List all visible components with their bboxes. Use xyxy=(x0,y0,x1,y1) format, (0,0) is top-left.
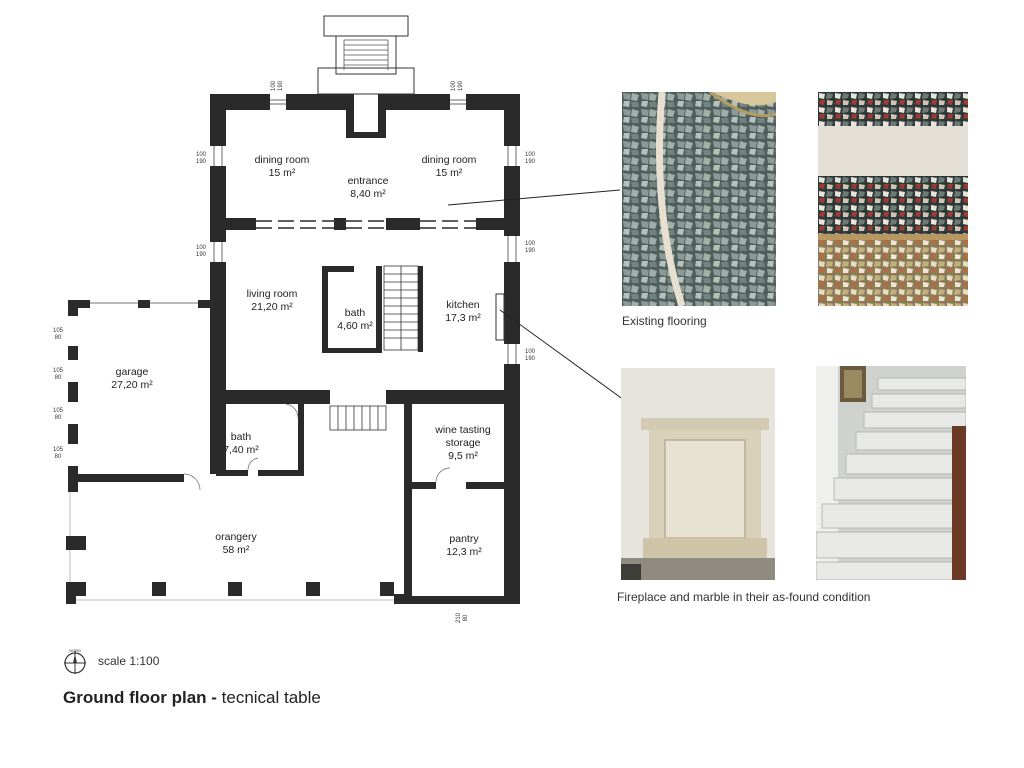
room-name-living: living room xyxy=(247,288,298,300)
dim-left1-h: 190 xyxy=(196,159,207,165)
dim-right1-h: 190 xyxy=(525,159,536,165)
scale-text: scale 1:100 xyxy=(98,654,160,668)
dim-left2-w: 100 xyxy=(196,245,207,251)
room-area-dining-right: 15 m² xyxy=(436,167,463,179)
room-area-orangery: 58 m² xyxy=(223,544,250,556)
room-area-living: 21,20 m² xyxy=(251,301,293,313)
dim-top-left-w: 100 xyxy=(271,80,277,91)
dim-top-right-w: 100 xyxy=(451,80,457,91)
dim-right3-h: 190 xyxy=(525,356,536,362)
entrance-stairs xyxy=(317,15,415,95)
room-name-bath-center: bath xyxy=(345,307,366,319)
walls xyxy=(66,94,520,604)
room-name-kitchen: kitchen xyxy=(446,299,479,311)
interior-stairs xyxy=(329,265,419,431)
dimension-labels: 100 190 100 190 100 190 100 190 100 190 … xyxy=(53,80,536,623)
compass-label: NORD xyxy=(69,648,81,653)
dim-garage1-w: 105 xyxy=(53,328,64,334)
photo-mosaic-floor-1 xyxy=(622,92,776,306)
room-labels: dining room 15 m² entrance 8,40 m² dinin… xyxy=(111,154,491,558)
windows xyxy=(90,99,517,364)
dim-garage4-w: 105 xyxy=(53,447,64,453)
dim-right2-w: 100 xyxy=(525,241,536,247)
photo-marble-stairs xyxy=(816,366,966,580)
room-area-kitchen: 17,3 m² xyxy=(445,312,481,324)
dim-right2-h: 190 xyxy=(525,248,536,254)
room-area-entrance: 8,40 m² xyxy=(350,188,386,200)
room-name-garage: garage xyxy=(116,366,149,378)
dim-garage3-h: 80 xyxy=(55,415,62,421)
room-name-entrance: entrance xyxy=(348,175,389,187)
room-name-wine-1: wine tasting xyxy=(434,424,491,436)
title-bold: Ground floor plan - xyxy=(63,688,217,707)
room-area-dining-left: 15 m² xyxy=(269,167,296,179)
compass-icon: NORD xyxy=(64,648,86,674)
room-area-bath-small: 7,40 m² xyxy=(223,444,259,456)
room-name-dining-left: dining room xyxy=(255,154,310,166)
page-title: Ground floor plan - tecnical table xyxy=(63,688,321,708)
dim-left1-w: 100 xyxy=(196,152,207,158)
room-area-bath-center: 4,60 m² xyxy=(337,320,373,332)
fireplace-niche xyxy=(495,293,505,341)
caption-fireplace: Fireplace and marble in their as-found c… xyxy=(617,590,871,604)
dim-left2-h: 190 xyxy=(196,252,207,258)
dim-garage2-w: 105 xyxy=(53,368,64,374)
door-swings xyxy=(183,403,451,491)
dim-door-h: 80 xyxy=(463,614,469,621)
room-name-dining-right: dining room xyxy=(422,154,477,166)
dim-top-left-h: 190 xyxy=(278,80,284,91)
dim-right3-w: 100 xyxy=(525,349,536,355)
room-area-garage: 27,20 m² xyxy=(111,379,153,391)
caption-flooring: Existing flooring xyxy=(622,314,707,328)
dim-door-w: 210 xyxy=(456,612,462,623)
dim-garage3-w: 105 xyxy=(53,408,64,414)
dim-garage1-h: 80 xyxy=(55,335,62,341)
photo-fireplace xyxy=(621,368,775,580)
dim-garage4-h: 80 xyxy=(55,454,62,460)
dashed-partition xyxy=(256,220,476,229)
room-name-orangery: orangery xyxy=(215,531,257,543)
room-name-bath-small: bath xyxy=(231,431,252,443)
room-name-wine-2: storage xyxy=(445,437,480,449)
title-rest: tecnical table xyxy=(216,688,321,707)
room-area-wine: 9,5 m² xyxy=(448,450,478,462)
dim-garage2-h: 80 xyxy=(55,375,62,381)
room-name-pantry: pantry xyxy=(449,533,479,545)
dim-top-right-h: 190 xyxy=(458,80,464,91)
room-area-pantry: 12,3 m² xyxy=(446,546,482,558)
photo-mosaic-floor-2 xyxy=(818,92,968,306)
scale-legend: NORD scale 1:100 xyxy=(62,648,159,674)
dim-right1-w: 100 xyxy=(525,152,536,158)
leader-lines xyxy=(447,189,625,401)
